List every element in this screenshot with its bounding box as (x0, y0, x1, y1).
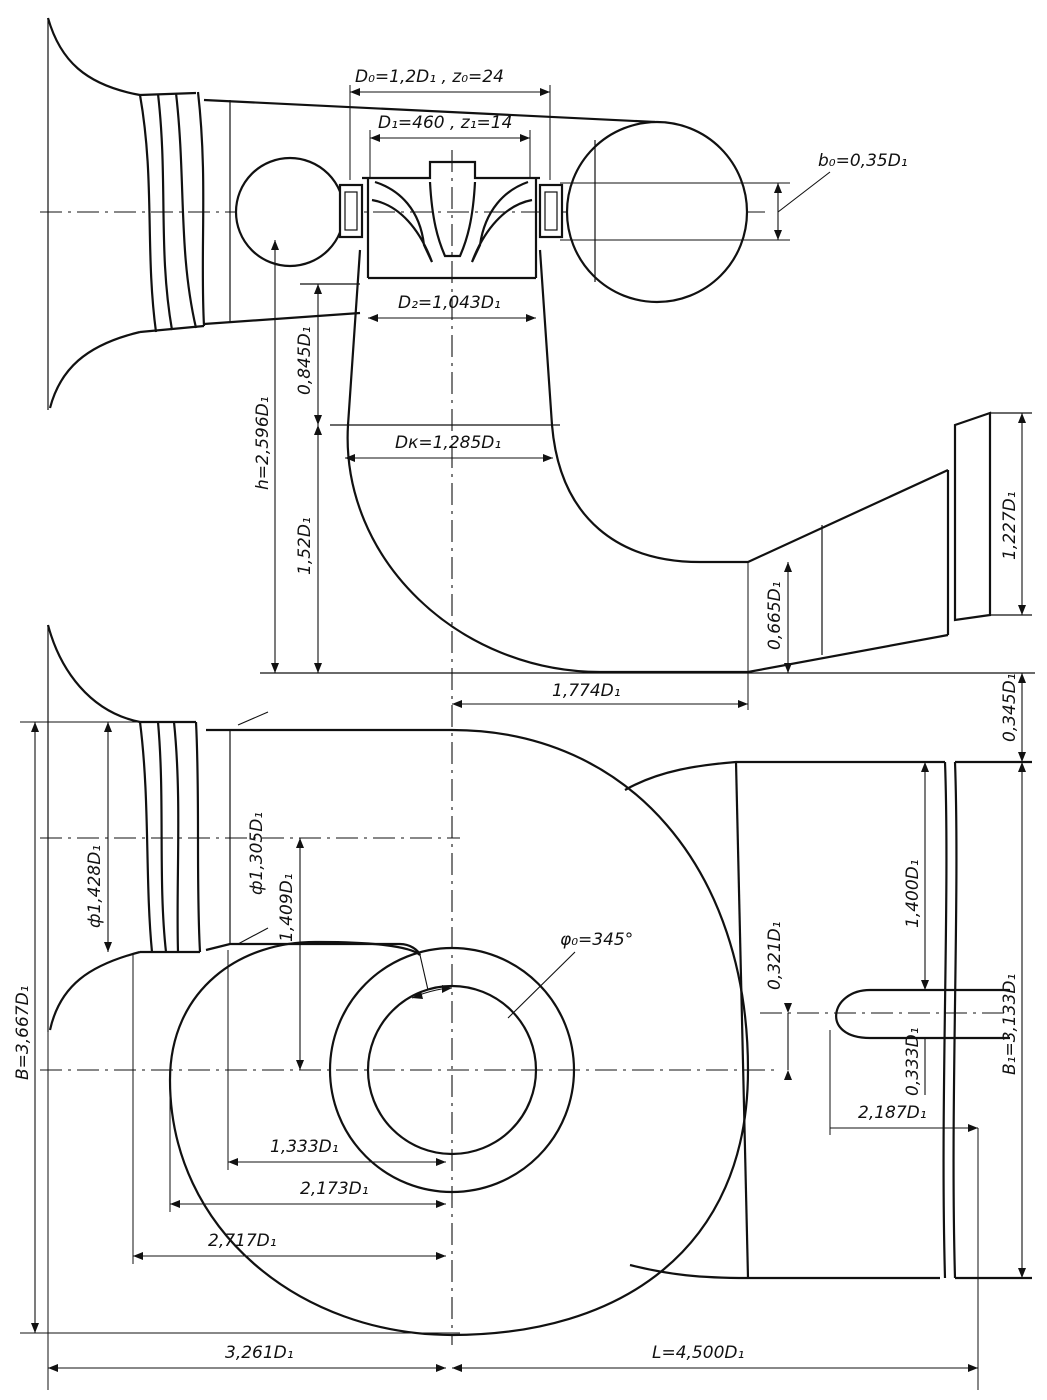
spiral-inner-curve (319, 940, 421, 956)
spiral-section-left (234, 156, 346, 268)
phi0-arrows (412, 985, 452, 999)
plan-bellmouth-top (46, 624, 141, 724)
section-view: D₀=1,2D₁ , z₀=24 D₁=460 , z₁=14 b₀=0,35D… (40, 17, 1035, 1345)
phi0-tick (419, 954, 429, 991)
v0333-label: 0,333D₁ (903, 1027, 923, 1096)
h-total-label: h=2,596D₁ (253, 396, 273, 490)
plan-draft-bottom (629, 1263, 940, 1280)
draft-tube-inner (538, 249, 949, 564)
stay-ring-outer (328, 946, 576, 1194)
b-total-label: B=3,667D₁ (13, 986, 33, 1080)
plan-bellmouth-bottom (48, 950, 141, 1031)
guide-vane-right-inner (544, 191, 558, 231)
phi1428-label: ф1,428D₁ (85, 845, 105, 928)
phi1305-label: ф1,305D₁ (247, 812, 267, 895)
plan-view: B=3,667D₁ ф1,428D₁ ф1,305D₁ 1,409D₁ φ₀=3… (13, 624, 1032, 1390)
intake-segment-2 (156, 93, 174, 331)
plan-outlet-joint-2 (952, 761, 958, 1279)
b0-leader (777, 171, 831, 213)
intake-top-line (139, 91, 197, 97)
r1409-label: 1,409D₁ (277, 873, 297, 942)
v1400-label: 1,400D₁ (903, 859, 923, 928)
outlet-block (953, 411, 992, 622)
plan-draft-top (624, 760, 945, 791)
offset-label: 0,345D₁ (1000, 673, 1020, 742)
d1-label: D₁=460 , z₁=14 (378, 113, 512, 133)
phi0-label: φ₀=345° (560, 930, 633, 950)
h-upper-label: 0,845D₁ (295, 326, 315, 395)
spiral-section-right (565, 120, 749, 304)
w2187-arrow (968, 1124, 978, 1132)
r2717-label: 2,717D₁ (208, 1231, 277, 1251)
plan-segment-2 (156, 721, 168, 953)
l-total-label: L=4,500D₁ (652, 1343, 744, 1363)
phi1305-leader-top (237, 711, 269, 726)
draft-tube-outer (346, 249, 949, 674)
penstock-top (203, 98, 656, 124)
intake-segment-1 (138, 94, 158, 333)
pier (835, 988, 1010, 1040)
d2-label: D₂=1,043D₁ (398, 293, 501, 313)
elbow-len-label: 1,774D₁ (552, 681, 621, 701)
d0-label: D₀=1,2D₁ , z₀=24 (355, 67, 504, 87)
intake-bottom-line (139, 324, 205, 334)
penstock-bottom (203, 311, 361, 326)
spiral-casing (168, 728, 750, 1337)
intake-segment-3 (174, 92, 198, 329)
offset-arrows (1018, 673, 1026, 762)
h-lower-label: 1,52D₁ (295, 517, 315, 575)
outlet-h-label: 1,227D₁ (1000, 491, 1020, 560)
runner-crown (362, 160, 540, 180)
guide-vane-left (338, 183, 364, 239)
runner-blade-right (470, 180, 533, 263)
r1333-label: 1,333D₁ (270, 1137, 339, 1157)
runner-hub (428, 181, 477, 258)
b0-label: b₀=0,35D₁ (818, 151, 908, 171)
plan-draft-joint (734, 761, 750, 1279)
plan-outlet-joint-1 (942, 761, 948, 1279)
elbow-h-label: 0,665D₁ (765, 581, 785, 650)
guide-vane-left-inner (344, 191, 358, 231)
intake-segment-4 (196, 91, 206, 327)
guide-vane-right (538, 183, 564, 239)
intake-bellmouth-top (46, 17, 141, 97)
phi0-leader (507, 951, 576, 1019)
r2173-label: 2,173D₁ (300, 1179, 369, 1199)
dk-label: Dк=1,285D₁ (395, 433, 501, 453)
plan-segment-1 (138, 721, 154, 953)
w3261-label: 3,261D₁ (225, 1343, 294, 1363)
runner-circle (366, 984, 538, 1156)
b1-label: B₁=3,133D₁ (1000, 974, 1020, 1075)
plan-segment-3 (172, 721, 180, 953)
runner-blade-left (371, 180, 434, 263)
v0321-label: 0,321D₁ (765, 921, 785, 990)
plan-segment-4 (194, 721, 202, 953)
w2187-label: 2,187D₁ (858, 1103, 927, 1123)
intake-bellmouth-bottom (48, 330, 141, 409)
phi1305-leader-bottom (237, 927, 269, 945)
